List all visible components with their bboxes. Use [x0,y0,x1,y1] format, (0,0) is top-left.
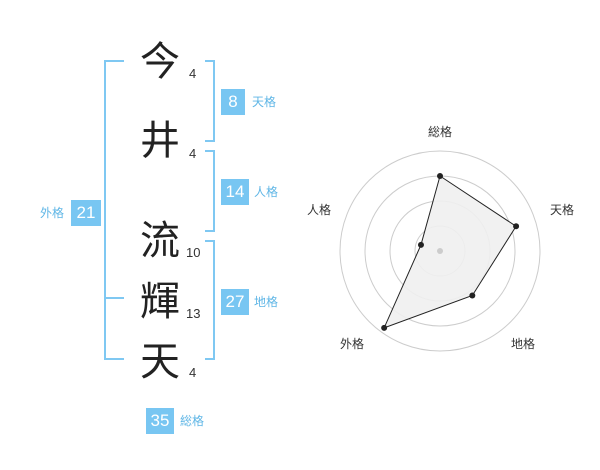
radar-polygon [383,175,517,329]
gaikaku-badge: 21 [71,200,101,226]
stroke-count-2: 4 [189,146,197,161]
radar-label-tenkaku: 天格 [550,203,575,217]
jinkaku-badge: 14 [221,179,249,205]
radar-label-soukaku: 総格 [428,125,453,139]
soukaku-label: 総格 [180,414,205,428]
name-char-3: 流 [140,218,180,264]
radar-center [437,248,443,254]
radar-ring-4 [339,150,541,352]
name-char-2: 井 [140,118,180,164]
stroke-count-1: 4 [189,66,197,81]
radar-point-2 [513,223,520,230]
stroke-count-5: 4 [189,365,197,380]
name-char-4: 輝 [140,279,180,325]
soukaku-badge: 35 [146,408,174,434]
radar-point-3 [469,292,476,299]
chikaku-bracket [205,240,215,360]
radar-label-jinkaku: 人格 [307,203,332,217]
name-char-5: 天 [140,339,180,385]
radar-label-gaikaku: 外格 [340,337,365,351]
radar-point-5 [417,241,424,248]
tenkaku-bracket [205,60,215,142]
jinkaku-label: 人格 [254,185,279,199]
chikaku-badge: 27 [221,289,249,315]
tenkaku-badge: 8 [221,89,245,115]
jinkaku-bracket [205,150,215,232]
radar-label-chikaku: 地格 [511,337,536,351]
gaikaku-bracket-divider [104,297,124,299]
gaikaku-bracket [104,60,124,360]
chikaku-label: 地格 [254,295,279,309]
tenkaku-label: 天格 [252,95,277,109]
name-char-1: 今 [140,39,180,85]
radar-point-4 [381,324,388,331]
stroke-count-3: 10 [186,245,201,260]
gaikaku-label: 外格 [40,206,65,220]
stroke-count-4: 13 [186,306,201,321]
radar-point-1 [437,173,443,179]
